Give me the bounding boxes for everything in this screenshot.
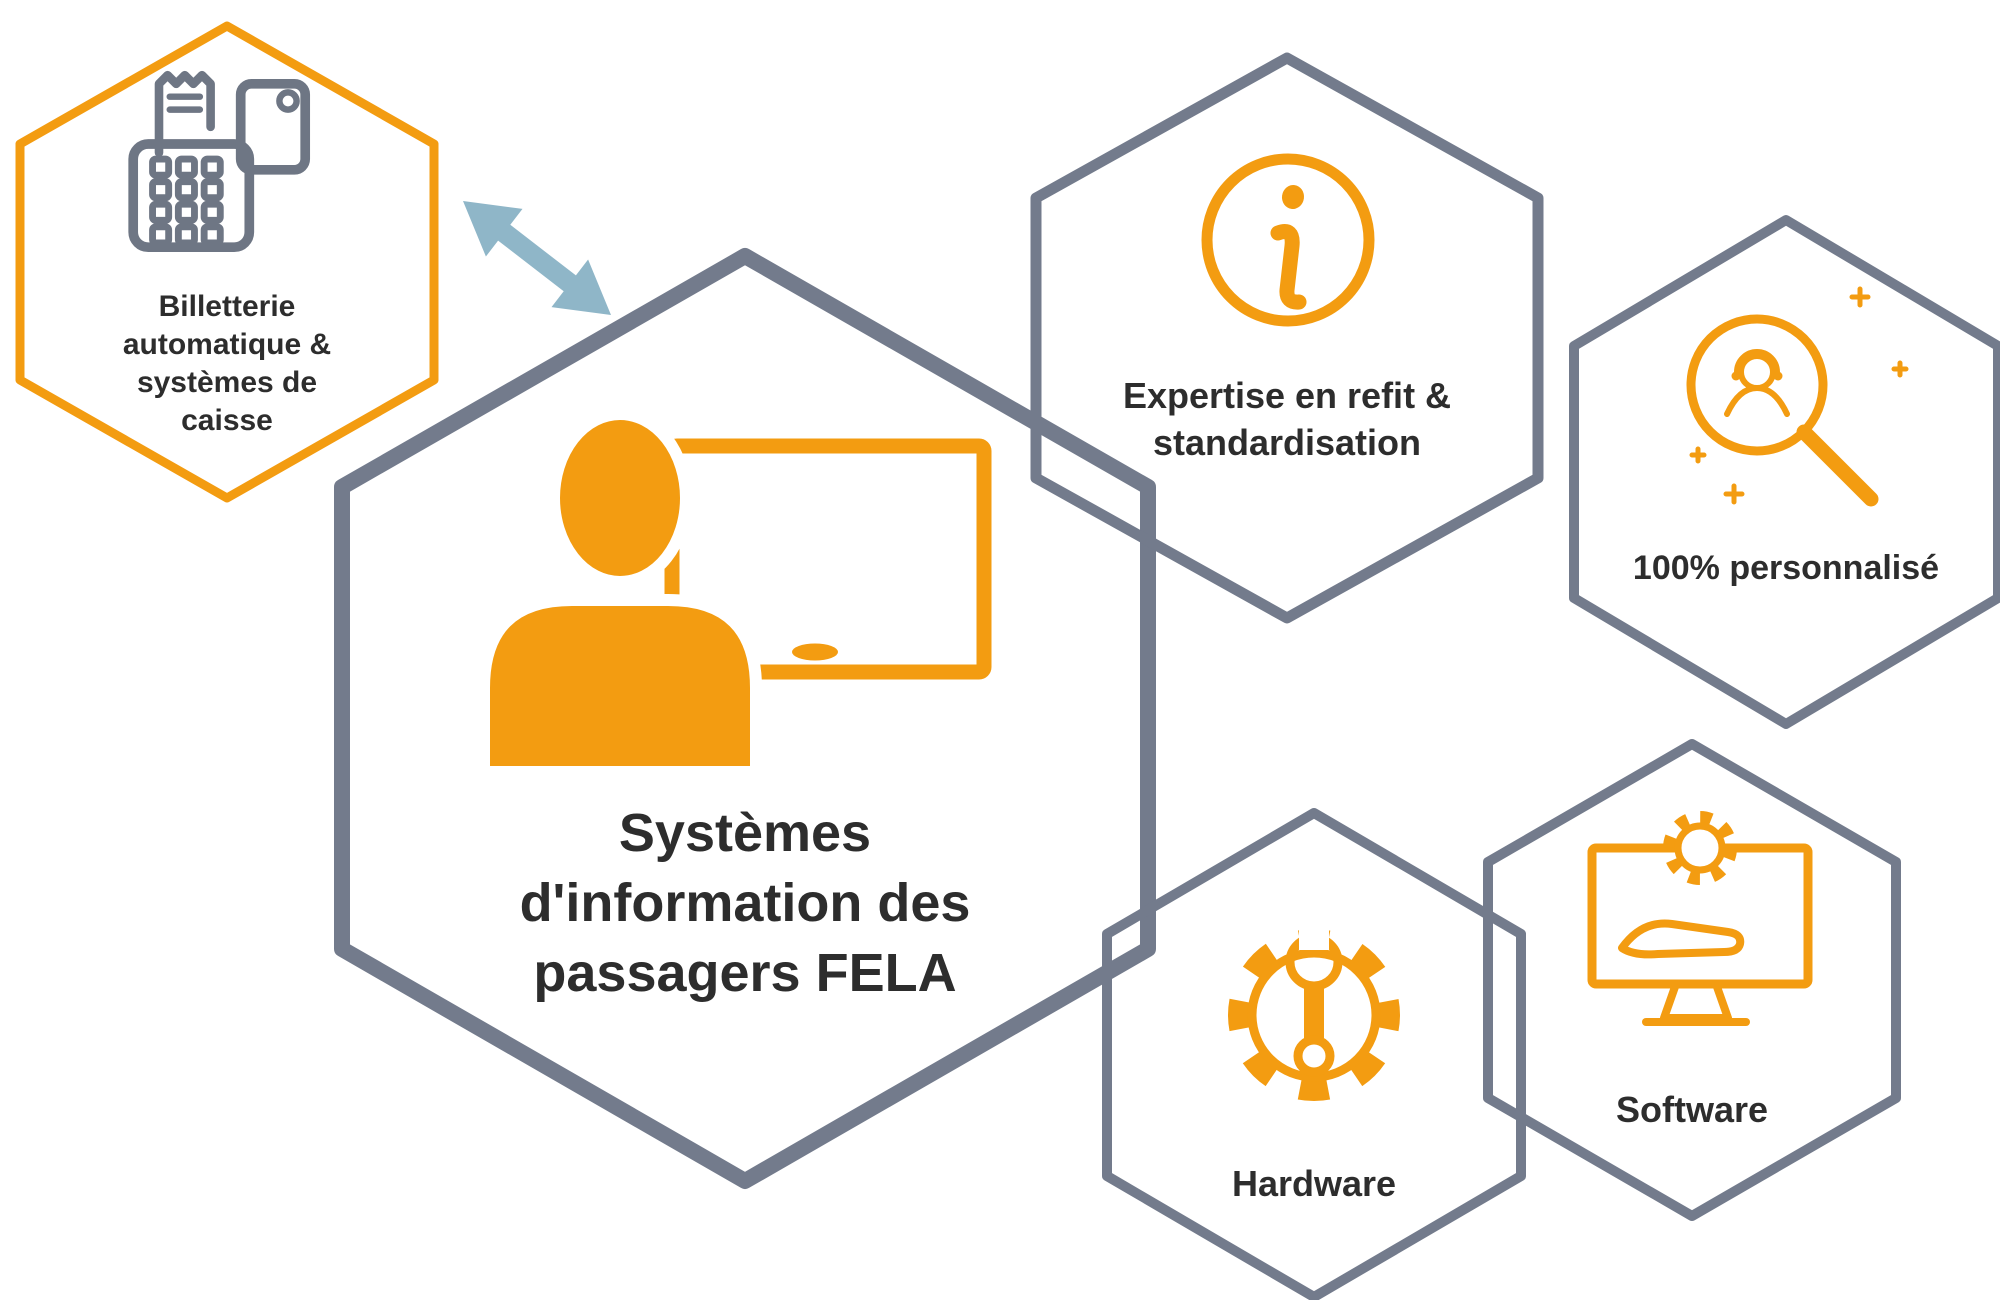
billetterie-label: Billetterie automatique & systèmes de ca… <box>122 290 332 437</box>
ticket-machine-icon <box>128 70 311 253</box>
hexagon-personnalise <box>1569 215 2000 729</box>
hexagon-expertise <box>1030 52 1544 624</box>
monitor-gear-hand-icon <box>1587 811 1813 1026</box>
software-label: Software <box>1615 1089 1769 1130</box>
presenter-screen-icon <box>478 408 992 778</box>
personnalise-label: 100% personnalisé <box>1632 549 1940 587</box>
hexagon-main <box>334 248 1156 1189</box>
double-arrow-connector <box>463 201 611 315</box>
hardware-label: Hardware <box>1231 1163 1397 1204</box>
info-icon <box>1201 153 1375 327</box>
magnifier-person-icon <box>1686 286 1909 507</box>
hexagon-billetterie <box>15 21 439 503</box>
expertise-label: Expertise en refit & standardisation <box>1122 375 1452 463</box>
hexagon-hardware <box>1102 808 1526 1300</box>
hexagon-software <box>1483 739 1901 1221</box>
gear-wrench-icon <box>1228 926 1400 1101</box>
main-title: Systèmes d'information des passagers FEL… <box>519 803 971 1003</box>
